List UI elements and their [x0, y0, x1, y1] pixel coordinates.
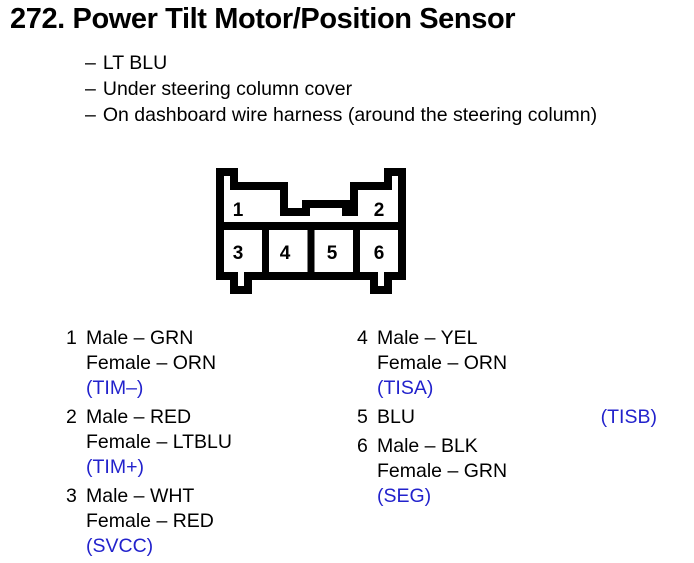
pin-entry-index: 2 — [66, 406, 77, 428]
pin-entry-5: 5 BLU (TISB) — [357, 405, 657, 430]
pin-entry-index: 1 — [66, 327, 77, 349]
bullet-item: – Under steering column cover — [85, 76, 690, 102]
pin-signal-code: (SVCC) — [86, 535, 154, 557]
pin-female-wire: Female – RED — [86, 510, 214, 532]
legend-column-left: 1 Male – GRN Female – ORN (TIM–) 2 Male … — [66, 326, 356, 563]
pin-entry-6: 6 Male – BLK Female – GRN (SEG) — [357, 434, 657, 509]
pin-female-wire: Female – GRN — [377, 460, 508, 482]
pin-number-5: 5 — [327, 243, 338, 264]
pin-male-wire: Male – WHT — [86, 485, 195, 507]
bullet-dash-icon: – — [85, 104, 96, 126]
pin-signal-code: (TISB) — [600, 406, 657, 428]
bullet-text: Under steering column cover — [102, 78, 353, 100]
pin-entry-index: 6 — [357, 435, 368, 457]
pin-number-4: 4 — [280, 243, 291, 264]
pin-entry-index: 4 — [357, 327, 368, 349]
bullet-list: – LT BLU – Under steering column cover –… — [85, 50, 690, 128]
pin-wire-color: BLU — [377, 406, 415, 428]
legend-column-right: 4 Male – YEL Female – ORN (TISA) 5 BLU (… — [357, 326, 657, 513]
pin-number-2: 2 — [374, 200, 385, 221]
pin-number-6: 6 — [374, 243, 385, 264]
bullet-dash-icon: – — [85, 52, 96, 74]
connector-svg: 1 2 3 4 5 6 — [216, 168, 406, 294]
pin-entry-index: 3 — [66, 485, 77, 507]
page-title: 272. Power Tilt Motor/Position Sensor — [10, 3, 516, 35]
pin-signal-code: (SEG) — [377, 485, 432, 507]
connector-pinout-diagram: 1 2 3 4 5 6 — [206, 164, 416, 298]
pin-entry-index: 5 — [357, 406, 368, 428]
bullet-item: – LT BLU — [85, 50, 690, 76]
pin-female-wire: Female – ORN — [86, 352, 217, 374]
bullet-text: On dashboard wire harness (around the st… — [102, 104, 598, 126]
pin-male-wire: Male – YEL — [377, 327, 478, 349]
pin-signal-code: (TISA) — [377, 377, 434, 399]
pin-number-1: 1 — [233, 200, 244, 221]
bullet-dash-icon: – — [85, 78, 96, 100]
pin-female-wire: Female – LTBLU — [86, 431, 232, 453]
pin-female-wire: Female – ORN — [377, 352, 508, 374]
bullet-item: – On dashboard wire harness (around the … — [85, 102, 690, 128]
pin-signal-code: (TIM+) — [86, 456, 144, 478]
pin-signal-code: (TIM–) — [86, 377, 144, 399]
pin-number-3: 3 — [233, 243, 244, 264]
pin-entry-1: 1 Male – GRN Female – ORN (TIM–) — [66, 326, 356, 401]
pin-male-wire: Male – BLK — [377, 435, 478, 457]
pin-entry-2: 2 Male – RED Female – LTBLU (TIM+) — [66, 405, 356, 480]
pin-male-wire: Male – RED — [86, 406, 192, 428]
pin-legend: 1 Male – GRN Female – ORN (TIM–) 2 Male … — [0, 326, 694, 558]
bullet-text: LT BLU — [102, 52, 168, 74]
pin-male-wire: Male – GRN — [86, 327, 194, 349]
pin-entry-4: 4 Male – YEL Female – ORN (TISA) — [357, 326, 657, 401]
pin-entry-3: 3 Male – WHT Female – RED (SVCC) — [66, 484, 356, 559]
